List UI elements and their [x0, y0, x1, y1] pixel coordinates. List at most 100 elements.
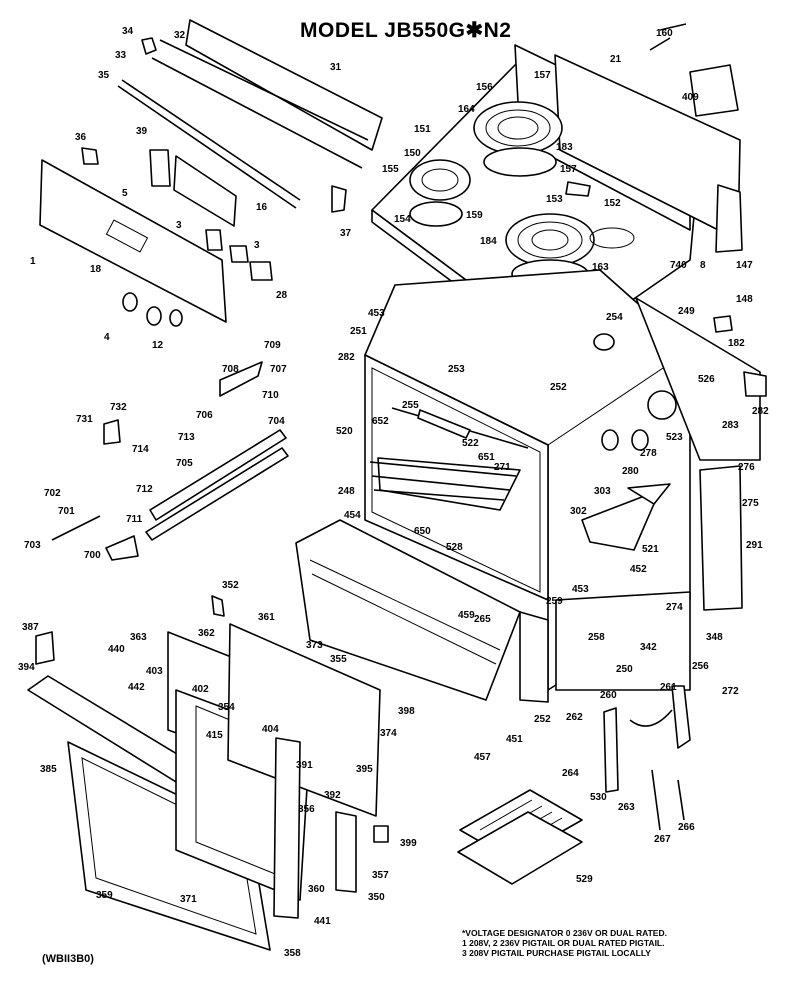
- part-label: 275: [742, 498, 759, 509]
- part-label: 457: [474, 752, 491, 763]
- part-label: 441: [314, 916, 331, 927]
- part-label: 361: [258, 612, 275, 623]
- part-label: 35: [98, 70, 110, 81]
- part-label: 302: [570, 506, 587, 517]
- part-label: 652: [372, 416, 389, 427]
- part-label: 16: [256, 202, 268, 213]
- part-label: 303: [594, 486, 611, 497]
- part-label: 263: [618, 802, 635, 813]
- part-label: 404: [262, 724, 279, 735]
- part-label: 711: [126, 514, 143, 525]
- part-label: 528: [446, 542, 463, 553]
- part-label: 701: [58, 506, 75, 517]
- part-label: 703: [24, 540, 41, 551]
- part-label: 184: [480, 236, 497, 247]
- part-label: 272: [722, 686, 739, 697]
- door-hinge-assembly: [603, 685, 691, 831]
- part-label: 252: [550, 382, 567, 393]
- part-label: 700: [84, 550, 101, 561]
- part-label: 3: [176, 220, 182, 231]
- part-label: 358: [284, 948, 301, 959]
- part-label: 271: [494, 462, 511, 473]
- part-label: 360: [308, 884, 325, 895]
- footnote-line: 3 208V PIGTAIL PURCHASE PIGTAIL LOCALLY: [462, 948, 651, 958]
- part-label: 526: [698, 374, 715, 385]
- part-label: 39: [136, 126, 148, 137]
- part-label: 403: [146, 666, 163, 677]
- oven-rack-slides: [51, 361, 289, 561]
- part-label: 454: [344, 510, 361, 521]
- part-label: 264: [562, 768, 579, 779]
- part-label: 163: [592, 262, 609, 273]
- part-label: 453: [368, 308, 385, 319]
- part-label: 442: [128, 682, 145, 693]
- part-label: 278: [640, 448, 657, 459]
- part-label: 33: [115, 50, 127, 61]
- part-label: 32: [174, 30, 186, 41]
- part-label: 36: [75, 132, 87, 143]
- part-label: 459: [458, 610, 475, 621]
- part-label: 530: [590, 792, 607, 803]
- part-label: 265: [474, 614, 491, 625]
- part-number-labels: 34 32 31 33 35 36 39 5 16 3 3 37 1 18 28…: [18, 26, 769, 959]
- backguard-panel: [39, 147, 347, 327]
- part-label: 402: [192, 684, 209, 695]
- part-label: 147: [736, 260, 753, 271]
- part-label: 398: [398, 706, 415, 717]
- part-label: 291: [746, 540, 763, 551]
- part-label: 708: [222, 364, 239, 375]
- diagram-reference-code: (WBII3B0): [42, 953, 94, 965]
- part-label: 709: [264, 340, 281, 351]
- part-label: 28: [276, 290, 288, 301]
- part-label: 355: [330, 654, 347, 665]
- part-label: 522: [462, 438, 479, 449]
- part-label: 3: [254, 240, 260, 251]
- part-label: 156: [476, 82, 493, 93]
- part-label: 391: [296, 760, 313, 771]
- part-label: 362: [198, 628, 215, 639]
- part-label: 34: [122, 26, 134, 37]
- part-label: 254: [606, 312, 623, 323]
- broiler-pan: [457, 789, 583, 885]
- part-label: 452: [630, 564, 647, 575]
- part-label: 387: [22, 622, 39, 633]
- part-label: 712: [136, 484, 153, 495]
- part-label: 731: [76, 414, 93, 425]
- part-label: 274: [666, 602, 683, 613]
- part-label: 260: [600, 690, 617, 701]
- part-label: 18: [90, 264, 102, 275]
- part-label: 21: [610, 54, 622, 65]
- part-label: 157: [534, 70, 551, 81]
- part-label: 160: [656, 28, 673, 39]
- part-label: 520: [336, 426, 353, 437]
- part-label: 523: [666, 432, 683, 443]
- part-label: 258: [588, 632, 605, 643]
- part-label: 529: [576, 874, 593, 885]
- part-label: 267: [654, 834, 671, 845]
- part-label: 280: [622, 466, 639, 477]
- part-label: 374: [380, 728, 397, 739]
- part-label: 714: [132, 444, 149, 455]
- part-label: 164: [458, 104, 475, 115]
- part-label: 153: [546, 194, 563, 205]
- part-label: 394: [18, 662, 35, 673]
- part-label: 4: [104, 332, 110, 343]
- oven-door-assembly: [27, 595, 389, 951]
- part-label: 453: [572, 584, 589, 595]
- footnote-line: *VOLTAGE DESIGNATOR 0 236V OR DUAL RATED…: [462, 928, 667, 938]
- part-label: 283: [722, 420, 739, 431]
- part-label: 451: [506, 734, 523, 745]
- part-label: 373: [306, 640, 323, 651]
- part-label: 5: [122, 188, 128, 199]
- part-label: 1: [30, 256, 36, 267]
- part-label: 371: [180, 894, 197, 905]
- part-label: 31: [330, 62, 342, 73]
- part-label: 182: [728, 338, 745, 349]
- part-label: 705: [176, 458, 193, 469]
- part-label: 266: [678, 822, 695, 833]
- part-label: 702: [44, 488, 61, 499]
- part-label: 521: [642, 544, 659, 555]
- part-label: 150: [404, 148, 421, 159]
- part-label: 415: [206, 730, 223, 741]
- part-label: 440: [108, 644, 125, 655]
